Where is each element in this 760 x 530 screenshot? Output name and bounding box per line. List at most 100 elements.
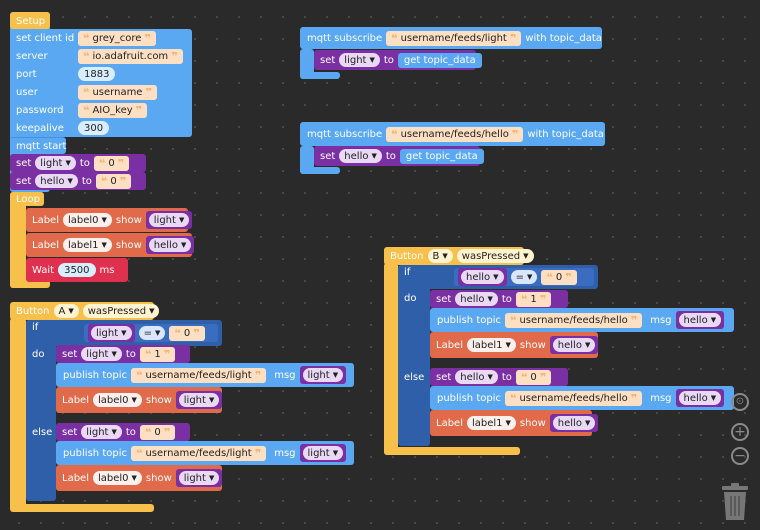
- zoom-in-icon[interactable]: +: [731, 423, 749, 441]
- password-input[interactable]: ❝AIO_key❞: [78, 102, 148, 118]
- if-else-block-b[interactable]: [398, 265, 430, 445]
- variable-dropdown[interactable]: hello▼: [552, 416, 596, 430]
- publish-hello-else-block[interactable]: publish topic ❝username/feeds/hello❞ msg…: [430, 386, 734, 410]
- value-input[interactable]: ❝1❞: [139, 346, 176, 362]
- variable-dropdown[interactable]: light▼: [81, 347, 122, 361]
- variable-dropdown[interactable]: light▼: [178, 471, 220, 485]
- button-b-body: [384, 263, 398, 455]
- if-else-footer-b: [398, 436, 430, 446]
- keepalive-input[interactable]: 300: [78, 121, 110, 135]
- variable-dropdown[interactable]: light▼: [81, 425, 122, 439]
- variable-dropdown[interactable]: light▼: [91, 326, 132, 340]
- topic-input[interactable]: ❝username/feeds/hello❞: [504, 390, 643, 406]
- set-light-block[interactable]: set light▼ to ❝0❞: [10, 154, 146, 172]
- value-input[interactable]: ❝0❞: [93, 155, 130, 171]
- trash-icon[interactable]: [720, 482, 750, 522]
- set-light-0-block[interactable]: set light▼ to ❝0❞: [56, 423, 190, 441]
- port-input[interactable]: 1883: [78, 67, 116, 81]
- label1-block[interactable]: Label label1▼ show hello▼: [26, 233, 195, 257]
- variable-dropdown[interactable]: light▼: [178, 393, 220, 407]
- if-condition-row-b[interactable]: if hello▼ =▼ ❝0❞: [398, 265, 598, 289]
- mqtt-subscribe-light-block[interactable]: mqtt subscribe ❝username/feeds/light❞ wi…: [300, 27, 602, 49]
- event-dropdown[interactable]: wasPressed▼: [82, 304, 160, 318]
- mqtt-start-block[interactable]: mqtt start: [10, 137, 66, 154]
- variable-dropdown[interactable]: hello▼: [339, 149, 382, 163]
- variable-dropdown[interactable]: hello▼: [35, 174, 78, 188]
- value-input[interactable]: ❝0❞: [541, 269, 577, 285]
- operator-dropdown[interactable]: =▼: [138, 326, 166, 340]
- get-topic-data[interactable]: get topic_data: [397, 52, 482, 68]
- get-topic-data[interactable]: get topic_data: [399, 148, 484, 164]
- button-dropdown[interactable]: A▼: [53, 304, 79, 318]
- value-input[interactable]: ❝0❞: [139, 424, 176, 440]
- if-else-block-a[interactable]: [26, 320, 56, 500]
- publish-light-else-block[interactable]: publish topic ❝username/feeds/light❞ msg…: [56, 441, 354, 465]
- set-light-1-block[interactable]: set light▼ to ❝1❞: [56, 345, 190, 363]
- server-input[interactable]: ❝io.adafruit.com❞: [78, 48, 183, 64]
- label-name-dropdown[interactable]: label0▼: [62, 213, 112, 227]
- variable-dropdown[interactable]: light▼: [35, 156, 76, 170]
- loop-header[interactable]: Loop: [10, 192, 44, 206]
- label0-light-block[interactable]: Label label0▼ show light▼: [56, 387, 223, 413]
- publish-hello-block[interactable]: publish topic ❝username/feeds/hello❞ msg…: [430, 308, 734, 332]
- if-condition-row-a[interactable]: if light▼ =▼ ❝0❞: [26, 320, 222, 346]
- label-name-dropdown[interactable]: label0▼: [92, 471, 142, 485]
- set-hello-topic-block[interactable]: set hello▼ to get topic_data: [314, 146, 484, 166]
- value-input[interactable]: ❝0❞: [515, 369, 552, 385]
- set-light-topic-block[interactable]: set light▼ to get topic_data: [314, 50, 482, 70]
- variable-dropdown[interactable]: hello▼: [678, 391, 722, 405]
- user-input[interactable]: ❝username❞: [78, 84, 157, 100]
- set-hello-1-block[interactable]: set hello▼ to ❝1❞: [430, 290, 568, 308]
- label-name-dropdown[interactable]: label1▼: [62, 238, 112, 252]
- button-b-event-block[interactable]: Button B▼ wasPressed▼: [384, 247, 534, 265]
- label0-light-else-block[interactable]: Label label0▼ show light▼: [56, 465, 223, 491]
- button-a-body: [10, 318, 26, 510]
- topic-input[interactable]: ❝username/feeds/hello❞: [504, 312, 643, 328]
- label0-block[interactable]: Label label0▼ show light▼: [26, 208, 193, 232]
- compare-block[interactable]: light▼ =▼ ❝0❞: [84, 324, 218, 342]
- label-name-dropdown[interactable]: label1▼: [466, 338, 516, 352]
- label-name-dropdown[interactable]: label1▼: [466, 416, 516, 430]
- variable-dropdown[interactable]: hello▼: [455, 370, 498, 384]
- mqtt-subscribe-hello-block[interactable]: mqtt subscribe ❝username/feeds/hello❞ wi…: [300, 122, 605, 146]
- value-input[interactable]: ❝0❞: [95, 173, 132, 189]
- variable-dropdown[interactable]: light▼: [339, 53, 380, 67]
- variable-dropdown[interactable]: hello▼: [461, 270, 504, 284]
- operator-dropdown[interactable]: =▼: [510, 270, 538, 284]
- port-label: port: [16, 68, 37, 80]
- variable-dropdown[interactable]: hello▼: [148, 238, 192, 252]
- button-a-footer: [10, 504, 154, 512]
- topic-input[interactable]: ❝username/feeds/light❞: [130, 367, 267, 383]
- topic-input[interactable]: ❝username/feeds/light❞: [130, 445, 267, 461]
- label-name-dropdown[interactable]: label0▼: [92, 393, 142, 407]
- zoom-out-icon[interactable]: −: [731, 447, 749, 465]
- value-input[interactable]: ❝1❞: [515, 291, 552, 307]
- set-hello-0-block[interactable]: set hello▼ to ❝0❞: [430, 368, 568, 386]
- event-dropdown[interactable]: wasPressed▼: [456, 249, 534, 263]
- user-label: user: [16, 86, 38, 98]
- crosshair-icon[interactable]: ⊙: [731, 393, 749, 411]
- wait-block[interactable]: Wait 3500 ms: [26, 258, 128, 282]
- variable-dropdown[interactable]: light▼: [148, 213, 190, 227]
- wait-input[interactable]: 3500: [58, 263, 96, 277]
- topic-input[interactable]: ❝username/feeds/light❞: [386, 30, 522, 46]
- button-a-event-block[interactable]: Button A▼ wasPressed▼: [10, 302, 160, 320]
- compare-block[interactable]: hello▼ =▼ ❝0❞: [454, 268, 594, 286]
- label1-hello-else-block[interactable]: Label label1▼ show hello▼: [430, 410, 599, 436]
- button-dropdown[interactable]: B▼: [427, 249, 453, 263]
- variable-dropdown[interactable]: hello▼: [552, 338, 596, 352]
- variable-dropdown[interactable]: light▼: [302, 368, 344, 382]
- client-id-label: set client id: [16, 32, 75, 44]
- label1-hello-block[interactable]: Label label1▼ show hello▼: [430, 332, 599, 358]
- value-input[interactable]: ❝0❞: [169, 325, 205, 341]
- variable-dropdown[interactable]: hello▼: [678, 313, 722, 327]
- setup-header[interactable]: Setup: [10, 12, 50, 29]
- topic-input[interactable]: ❝username/feeds/hello❞: [386, 126, 524, 142]
- loop-block[interactable]: [10, 192, 26, 288]
- client-id-input[interactable]: ❝grey_core❞: [78, 30, 156, 46]
- set-hello-block[interactable]: set hello▼ to ❝0❞: [10, 172, 146, 190]
- mqtt-config-block[interactable]: [10, 29, 192, 137]
- publish-light-block[interactable]: publish topic ❝username/feeds/light❞ msg…: [56, 363, 354, 387]
- variable-dropdown[interactable]: light▼: [302, 446, 344, 460]
- variable-dropdown[interactable]: hello▼: [455, 292, 498, 306]
